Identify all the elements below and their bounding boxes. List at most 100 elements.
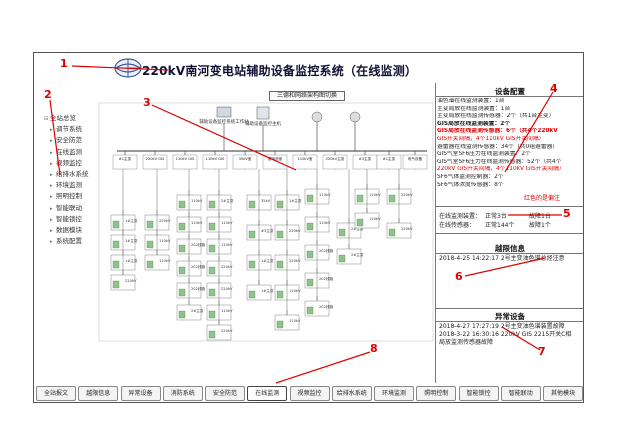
device-label: 2#主变 bbox=[351, 226, 364, 231]
device-label: 110kV bbox=[159, 259, 171, 263]
sensor-icon bbox=[276, 290, 284, 299]
tree-item-label: 数据模块 bbox=[56, 226, 82, 235]
nav-button[interactable]: 视频监控 bbox=[289, 386, 330, 401]
device-header-label: #1主变 bbox=[119, 156, 132, 161]
device-label: 220kV bbox=[289, 229, 301, 233]
sensor-icon bbox=[146, 260, 154, 269]
tree-item[interactable]: ▸智能联动 bbox=[42, 203, 102, 214]
sensor-icon bbox=[208, 266, 216, 275]
nav-button[interactable]: 全站报文 bbox=[36, 386, 76, 401]
device-label: 220kV bbox=[401, 227, 413, 231]
device-header-label: 110kV GIS bbox=[206, 157, 225, 161]
nav-button[interactable]: 照明控制 bbox=[416, 386, 457, 401]
nav-button[interactable]: 越限信息 bbox=[78, 386, 119, 401]
device-header-box bbox=[322, 154, 348, 170]
config-line: 主变局放在线监测装置：1台 bbox=[437, 105, 511, 112]
sensor-icon bbox=[208, 288, 216, 297]
nav-button[interactable]: 在线监测 bbox=[247, 386, 288, 401]
sensor-icon bbox=[276, 230, 284, 239]
tree-item[interactable]: ▸视频监控 bbox=[42, 158, 102, 169]
device-label: 110kV bbox=[191, 221, 203, 225]
expand-icon: ▸ bbox=[50, 205, 53, 212]
sensor-icon bbox=[146, 240, 154, 249]
divider bbox=[436, 321, 583, 322]
nav-button[interactable]: 给排水系统 bbox=[331, 386, 372, 401]
device-label: 110kV bbox=[289, 289, 301, 293]
tree-item-label: 给排水系统 bbox=[56, 170, 89, 179]
nav-button[interactable]: 智能联动 bbox=[500, 386, 541, 401]
device-label: 220kV bbox=[221, 265, 233, 269]
config-line: GIS局放在线监测传感器：6个（共4个220kV bbox=[437, 128, 558, 135]
device-label: 202线路 bbox=[319, 276, 333, 281]
sensor-icon bbox=[338, 254, 346, 263]
expand-icon: ▸ bbox=[50, 228, 53, 235]
device-label: 110kV bbox=[191, 199, 203, 203]
config-list: 油色谱在线监测装置：1台主变局放在线监测装置：1台主变局放在线监测传感器：2个（… bbox=[437, 98, 583, 189]
tree-item-label: 系统配置 bbox=[56, 237, 82, 246]
tree-item-label: 智能锁控 bbox=[56, 214, 82, 223]
device-header-label: 35kV室 bbox=[239, 156, 252, 161]
sensor-icon bbox=[248, 230, 256, 239]
device-label: 2#主变 bbox=[221, 198, 234, 203]
nav-button[interactable]: 异常设备 bbox=[120, 386, 161, 401]
divider bbox=[436, 253, 583, 254]
callout-number-6: 6 bbox=[455, 270, 463, 283]
workstation-icon bbox=[216, 106, 232, 118]
nav-button[interactable]: 环境监测 bbox=[374, 386, 414, 401]
expand-icon: ▸ bbox=[50, 194, 53, 201]
device-label: 202线路 bbox=[319, 304, 333, 309]
device-label: 2#主变 bbox=[191, 308, 204, 313]
device-label: 110kV bbox=[289, 319, 301, 323]
sensor-icon bbox=[388, 228, 396, 237]
status-fault: 故障1个 bbox=[529, 222, 551, 229]
tree-item[interactable]: ▸环境监测 bbox=[42, 180, 102, 191]
sensor-icon bbox=[208, 200, 216, 209]
tree-item-label: 全站总览 bbox=[50, 114, 76, 122]
tree-item[interactable]: ▸智能锁控 bbox=[42, 214, 102, 225]
sensor-icon bbox=[356, 218, 364, 227]
config-line: GIS气室SF6压力在线监测装置：2个 bbox=[437, 151, 531, 158]
diagram-title[interactable]: 三德和网络架构图切换 bbox=[269, 91, 345, 101]
config-line: 主变局放在线监测传感器：2个（共1台主变） bbox=[437, 113, 555, 120]
tree-item[interactable]: ▸照明控制 bbox=[42, 191, 102, 202]
device-label: 202线路 bbox=[191, 242, 205, 247]
config-line: 220kV GIS开关间隔，4个110kV GIS开关间隔） bbox=[437, 166, 565, 173]
tree-item[interactable]: ▸在线监测 bbox=[42, 147, 102, 158]
nav-button[interactable]: 消防系统 bbox=[162, 386, 203, 401]
sensor-icon bbox=[112, 220, 120, 229]
sensor-icon bbox=[112, 260, 120, 269]
tree-item[interactable]: ▸安全防范 bbox=[42, 135, 102, 146]
device-header-label: 110kV GIS bbox=[176, 157, 195, 161]
device-label: 220kV bbox=[221, 329, 233, 333]
tree-item[interactable]: ▸系统配置 bbox=[42, 236, 102, 247]
config-legend: 红色的是偏注 bbox=[524, 195, 561, 202]
logo-icon bbox=[114, 58, 142, 78]
tree-item[interactable]: ▸调节系统 bbox=[42, 124, 102, 135]
alarm-item[interactable]: 2018-4-25 14:22:17 2号主变油色谱总烃注意 bbox=[439, 255, 565, 262]
config-line: GIS气室SF6压力在线监测传感器：52个（共4个 bbox=[437, 158, 562, 165]
device-label: 110kV bbox=[369, 193, 381, 197]
nav-button[interactable]: 安全防范 bbox=[205, 386, 245, 401]
tree-item[interactable]: ▸数据模块 bbox=[42, 225, 102, 236]
abnormal-item[interactable]: 2018-3-22 16:30:16 220kV GIS 2215开关C相 bbox=[439, 331, 572, 338]
tree-item[interactable]: ▸给排水系统 bbox=[42, 169, 102, 180]
device-label: 110kV bbox=[221, 309, 233, 313]
status-normal: 正常144个 bbox=[485, 222, 515, 229]
tree-item-root[interactable]: ⊟全站总览 bbox=[42, 113, 102, 124]
device-label: 1#主变 bbox=[125, 258, 138, 263]
abnormal-item[interactable]: 2018-4-27 17:27:19 2号主变油色谱装置故障 bbox=[439, 323, 565, 330]
switch-icon bbox=[349, 111, 361, 123]
nav-button[interactable]: 其他模块 bbox=[543, 386, 583, 401]
device-header-label: #1主变 bbox=[383, 156, 396, 161]
config-line: GIS局放在线监测装置：2个 bbox=[437, 120, 511, 127]
status-normal: 正常3台 bbox=[485, 213, 507, 220]
device-label: #3主变 bbox=[261, 228, 274, 233]
nav-button[interactable]: 智能锁控 bbox=[458, 386, 499, 401]
sensor-icon bbox=[356, 194, 364, 203]
device-header-label: 110kV室 bbox=[298, 156, 313, 161]
abnormal-item[interactable]: 局放监测传感器故障 bbox=[439, 339, 494, 346]
device-header-box bbox=[376, 154, 402, 170]
config-line: GIS开关间隔，4个110kV GIS开关间隔） bbox=[437, 135, 545, 142]
tree-item-label: 调节系统 bbox=[56, 125, 82, 134]
